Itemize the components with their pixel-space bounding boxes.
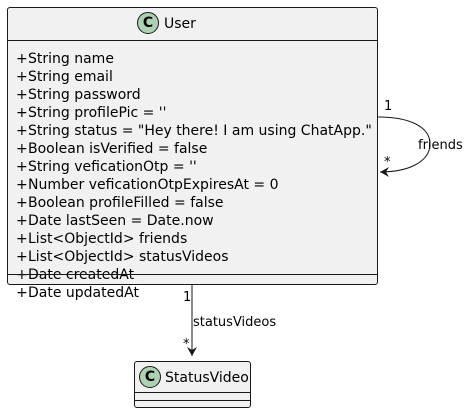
user-attribute-text: Boolean isVerified = false <box>28 141 208 157</box>
user-class-header: C User <box>8 8 377 40</box>
user-attribute: +List<ObjectId> friends <box>16 230 372 248</box>
user-attribute-text: Date lastSeen = Date.now <box>28 213 214 229</box>
user-attribute: +String email <box>16 68 372 86</box>
public-visibility-icon: + <box>16 159 28 175</box>
public-visibility-icon: + <box>16 123 28 139</box>
user-attribute: +String name <box>16 50 372 68</box>
status-video-class-name: StatusVideo <box>165 370 249 386</box>
status-video-class[interactable]: C StatusVideo <box>134 361 251 408</box>
public-visibility-icon: + <box>16 51 28 67</box>
friends-target-multiplicity: * <box>384 155 391 170</box>
friends-source-multiplicity: 1 <box>384 99 393 114</box>
user-attribute-text: String profilePic = '' <box>28 105 167 121</box>
user-attribute: +Date updatedAt <box>16 284 372 302</box>
user-attribute: +Date createdAt <box>16 266 372 284</box>
user-attribute-text: List<ObjectId> friends <box>28 231 188 247</box>
user-attribute-text: String status = "Hey there! I am using C… <box>28 123 372 139</box>
public-visibility-icon: + <box>16 285 28 301</box>
status-video-methods-divider <box>135 400 250 401</box>
user-class-name: User <box>164 16 196 32</box>
public-visibility-icon: + <box>16 141 28 157</box>
public-visibility-icon: + <box>16 267 28 283</box>
public-visibility-icon: + <box>16 213 28 229</box>
friends-label: friends <box>418 138 463 153</box>
user-attribute: +String profilePic = '' <box>16 104 372 122</box>
status-videos-target-multiplicity: * <box>183 337 190 352</box>
user-attribute-text: List<ObjectId> statusVideos <box>28 249 229 265</box>
public-visibility-icon: + <box>16 195 28 211</box>
user-attribute-text: String veficationOtp = '' <box>28 159 197 175</box>
user-methods-divider <box>8 274 377 275</box>
user-attribute: +Boolean profileFilled = false <box>16 194 372 212</box>
user-attribute-text: Date createdAt <box>28 267 135 283</box>
public-visibility-icon: + <box>16 249 28 265</box>
user-attribute: +Boolean isVerified = false <box>16 140 372 158</box>
user-attribute: +String veficationOtp = '' <box>16 158 372 176</box>
friends-association-line <box>377 116 431 177</box>
user-attribute-text: Date updatedAt <box>28 285 139 301</box>
class-stereotype-icon: C <box>137 12 159 34</box>
user-attribute-text: String password <box>28 87 141 103</box>
user-attribute: +String status = "Hey there! I am using … <box>16 122 372 140</box>
user-attribute-list: +String name+String email+String passwor… <box>16 50 372 302</box>
user-attribute-text: Number veficationOtpExpiresAt = 0 <box>28 177 279 193</box>
user-class[interactable]: C User +String name+String email+String … <box>7 7 378 301</box>
public-visibility-icon: + <box>16 87 28 103</box>
user-class-divider <box>8 40 377 41</box>
public-visibility-icon: + <box>16 69 28 85</box>
status-video-class-header: C StatusVideo <box>135 362 250 392</box>
user-attribute-text: String name <box>28 51 114 67</box>
user-attribute-text: String email <box>28 69 113 85</box>
user-attribute-text: Boolean profileFilled = false <box>28 195 224 211</box>
user-attribute: +List<ObjectId> statusVideos <box>16 248 372 266</box>
public-visibility-icon: + <box>16 231 28 247</box>
status-videos-label: statusVideos <box>193 315 277 330</box>
user-attribute: +Date lastSeen = Date.now <box>16 212 372 230</box>
user-attribute: +Number veficationOtpExpiresAt = 0 <box>16 176 372 194</box>
public-visibility-icon: + <box>16 177 28 193</box>
class-stereotype-icon: C <box>139 366 161 388</box>
user-attribute: +String password <box>16 86 372 104</box>
status-videos-source-multiplicity: 1 <box>183 290 192 305</box>
public-visibility-icon: + <box>16 105 28 121</box>
status-video-class-divider <box>135 392 250 393</box>
